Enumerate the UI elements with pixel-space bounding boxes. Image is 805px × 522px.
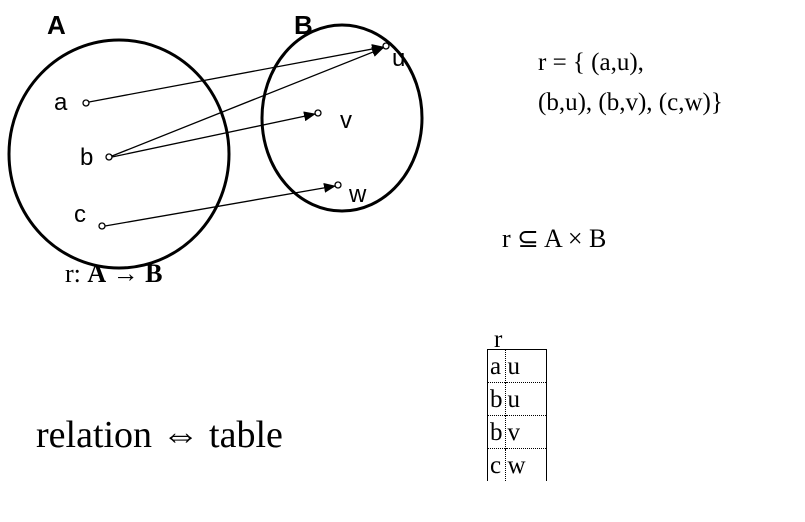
set-b-circle [260,23,424,213]
arrow-b-v [111,111,316,158]
table-cell-domain: a [487,349,506,383]
arrow-a-u [88,44,384,103]
element-u-label: u [392,45,405,72]
relation-table-statement: relation ⇔ table [36,414,283,456]
element-v-point [314,109,322,117]
table-cell-codomain: u [507,352,521,380]
set-definition-line1: r = { (a,u), [538,49,644,76]
mapping-label: r: A → B [65,261,163,287]
table-cell-codomain: v [507,418,521,446]
mapping-from: A [87,259,107,288]
element-w-label: w [348,181,367,208]
mapping-to: B [145,259,163,288]
element-a-label: a [54,89,68,116]
table-cell-domain: b [487,415,506,449]
set-definition-line2: (b,u), (b,v), (c,w)} [538,89,723,116]
element-b-label: b [80,144,93,171]
set-a-label: A [47,10,66,40]
table-cell-domain: c [487,448,506,481]
element-u-point [382,42,390,50]
element-c-label: c [74,201,86,228]
element-a-point [82,99,90,107]
arrow-c-w [104,182,336,227]
arrow-b-u [111,47,384,157]
set-b-label: B [294,10,313,40]
mapping-prefix: r: [65,259,88,288]
table-cell-domain: b [487,382,506,416]
mapping-arrow: → [112,259,139,288]
table-cell-codomain: u [507,385,521,413]
element-w-point [334,181,342,189]
table-title: r [494,326,503,353]
set-a-circle [7,38,231,270]
table-cell-codomain: w [507,451,526,479]
subset-statement: r ⊆ A × B [502,224,607,253]
element-c-point [98,222,106,230]
element-b-point [105,153,113,161]
element-v-label: v [340,107,352,134]
